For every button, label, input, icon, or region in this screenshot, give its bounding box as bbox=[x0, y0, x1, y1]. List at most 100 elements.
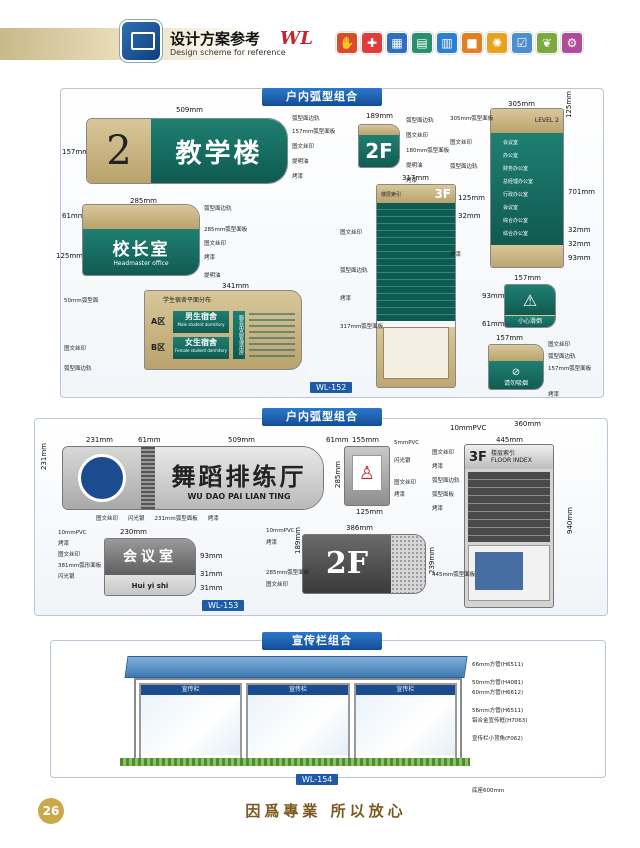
page-title: 设计方案参考 bbox=[170, 30, 261, 48]
dim-2e-w: 360mm bbox=[514, 420, 541, 428]
sign-2e-en: FLOOR INDEX bbox=[490, 457, 532, 464]
dim-sign-g-width: 157mm bbox=[514, 274, 541, 282]
sign-c-labels-left: 50mm弧型面 图文丝印 弧型面边轨 bbox=[64, 296, 98, 372]
dim-sign-f-h1: 125mm bbox=[565, 91, 573, 118]
sign-d-labels: 弧型面边轨 图文丝印 180mm弧型面板 提明油 烤漆 bbox=[406, 116, 449, 184]
label: 闪光银 bbox=[58, 574, 75, 580]
label: 图文丝印 bbox=[292, 144, 315, 150]
label: 图文丝印 bbox=[266, 582, 289, 588]
dim-2c-w: 386mm bbox=[346, 524, 373, 532]
label: 烤漆 bbox=[432, 506, 444, 512]
dim-sign-e-h1: 125mm bbox=[458, 194, 485, 202]
dim-2e-h: 940mm bbox=[566, 507, 574, 534]
header-band bbox=[0, 28, 640, 60]
label: 图文丝印 bbox=[432, 450, 455, 456]
sign-c-header: 学生宿舍平面分布 bbox=[163, 297, 212, 304]
zone-b: B区 bbox=[151, 343, 166, 352]
room: 综合办公室 bbox=[503, 231, 529, 237]
room: 会议室 bbox=[503, 140, 519, 146]
dim-2b-h2: 31mm bbox=[200, 570, 223, 578]
label: 烤漆 bbox=[432, 464, 444, 470]
sign-c-vertical: 服务用品管理用房 bbox=[233, 311, 245, 359]
dim-2b-h3: 31mm bbox=[200, 584, 223, 592]
monitor-icon bbox=[120, 20, 162, 62]
sign-g-caution-slippery: ⚠ 小心滑倒 bbox=[504, 284, 556, 328]
bulletin-frame: 宣传栏 宣传栏 宣传栏 bbox=[134, 678, 462, 766]
label: 285mm弧型面板 bbox=[204, 227, 248, 233]
bulletin-panel-title: 宣传栏 bbox=[248, 685, 348, 695]
hand-icon[interactable]: ✋ bbox=[336, 32, 358, 54]
sign-b-en: Headmaster office bbox=[113, 260, 169, 267]
leaf-icon[interactable]: ❦ bbox=[536, 32, 558, 54]
sign-2b-meeting-room: 会议室 Hui yi shi bbox=[104, 538, 196, 596]
bulletin-panel-title: 宣传栏 bbox=[141, 685, 241, 695]
label: 图文丝印 bbox=[96, 516, 119, 522]
label: 底座600mm bbox=[472, 788, 505, 794]
dim-2a-w1: 231mm bbox=[86, 436, 113, 444]
sign-2d-restroom: ♙ bbox=[344, 446, 390, 506]
sign-icon[interactable]: ▤ bbox=[411, 32, 433, 54]
sign-g-text: 小心滑倒 bbox=[505, 315, 555, 327]
dim-sign-f-h5: 93mm bbox=[568, 254, 591, 262]
label: 烤漆 bbox=[292, 174, 304, 180]
dim-2b-h1: 93mm bbox=[200, 552, 223, 560]
sign-2a-cn: 舞蹈排练厅 bbox=[171, 463, 307, 491]
label: 铝合金宣传框(H7063) bbox=[472, 718, 528, 724]
label: 弧型面边轨 bbox=[548, 354, 576, 360]
sign-2a-labels: 图文丝印 闪光银 231mm弧型面板 烤漆 bbox=[96, 514, 219, 522]
label: 弧型面边轨 bbox=[450, 164, 478, 170]
label: 图文丝印 bbox=[406, 133, 429, 139]
label: 157mm弧型面板 bbox=[292, 129, 336, 135]
dim-2d-h: 285mm bbox=[334, 461, 342, 488]
label: 弧型面边轨 bbox=[64, 366, 92, 372]
sign-e-title: 楼层索引 bbox=[381, 191, 402, 198]
building-icon[interactable]: ▥ bbox=[436, 32, 458, 54]
label: 305mm弧型面板 bbox=[450, 116, 494, 122]
dim-sign-e-h2: 32mm bbox=[458, 212, 481, 220]
label: 56mm方管(H6511) bbox=[472, 708, 524, 714]
row-b-en: Female student dormitory bbox=[175, 348, 227, 353]
dim-2d-top: 61mm bbox=[326, 436, 349, 444]
label: 提明油 bbox=[204, 273, 221, 279]
label: 烤漆 bbox=[266, 540, 278, 546]
sign-f-level2-directory: LEVEL 2 会议室 办公室 财务办公室 总经理办公室 行政办公室 会议室 综… bbox=[490, 108, 564, 268]
code-wl-153: WL-153 bbox=[202, 600, 245, 611]
sign-d-2f: 2F bbox=[358, 124, 400, 168]
label: 10mmPVC bbox=[266, 528, 295, 534]
box-icon[interactable]: ■ bbox=[461, 32, 483, 54]
sign-h-labels: 图文丝印 弧型面边轨 157mm弧型面板 烤漆 bbox=[548, 340, 591, 398]
label: 图文丝印 bbox=[340, 230, 363, 236]
label: 烤漆 bbox=[58, 541, 70, 547]
dim-sign-b-h2: 125mm bbox=[56, 252, 83, 260]
sign-2e-title: 楼层索引 bbox=[490, 450, 515, 457]
dim-sign-d-width: 189mm bbox=[366, 112, 393, 120]
gear-icon[interactable]: ⚙ bbox=[561, 32, 583, 54]
dim-sign-f-h3: 32mm bbox=[568, 226, 591, 234]
sign-2b-cn: 会议室 bbox=[105, 539, 195, 575]
dim-2e-w2: 445mm bbox=[496, 436, 523, 444]
sun-icon[interactable]: ✺ bbox=[486, 32, 508, 54]
cross-icon[interactable]: ✚ bbox=[361, 32, 383, 54]
room: 总经理办公室 bbox=[503, 179, 534, 185]
bulletin-panel-title: 宣传栏 bbox=[355, 685, 455, 695]
board-icon[interactable]: ▦ bbox=[386, 32, 408, 54]
sign-2e-floor: 3F bbox=[469, 449, 487, 465]
dim-sign-g-h2: 61mm bbox=[482, 320, 505, 328]
label: 381mm弧形面板 bbox=[58, 563, 102, 569]
row-b: 女生宿舍 bbox=[185, 338, 217, 347]
label: 烤漆 bbox=[450, 252, 462, 258]
sign-d-text: 2F bbox=[359, 135, 399, 167]
dim-sign-a-height: 157mm bbox=[62, 148, 89, 156]
label: 弧型面边轨 bbox=[340, 268, 368, 274]
sign-a-text: 教学楼 bbox=[151, 119, 287, 183]
sign-h-text: 请勿吸烟 bbox=[503, 380, 528, 387]
dim-sign-f-width: 305mm bbox=[508, 100, 535, 108]
dim-2b-w: 230mm bbox=[120, 528, 147, 536]
label: 弧型面边轨 bbox=[204, 206, 232, 212]
check-icon[interactable]: ☑ bbox=[511, 32, 533, 54]
label: 10mmPVC bbox=[58, 530, 87, 536]
dim-sign-c-width: 341mm bbox=[222, 282, 249, 290]
label: 图文丝印 bbox=[394, 480, 417, 486]
code-wl-152: WL-152 bbox=[310, 382, 353, 393]
